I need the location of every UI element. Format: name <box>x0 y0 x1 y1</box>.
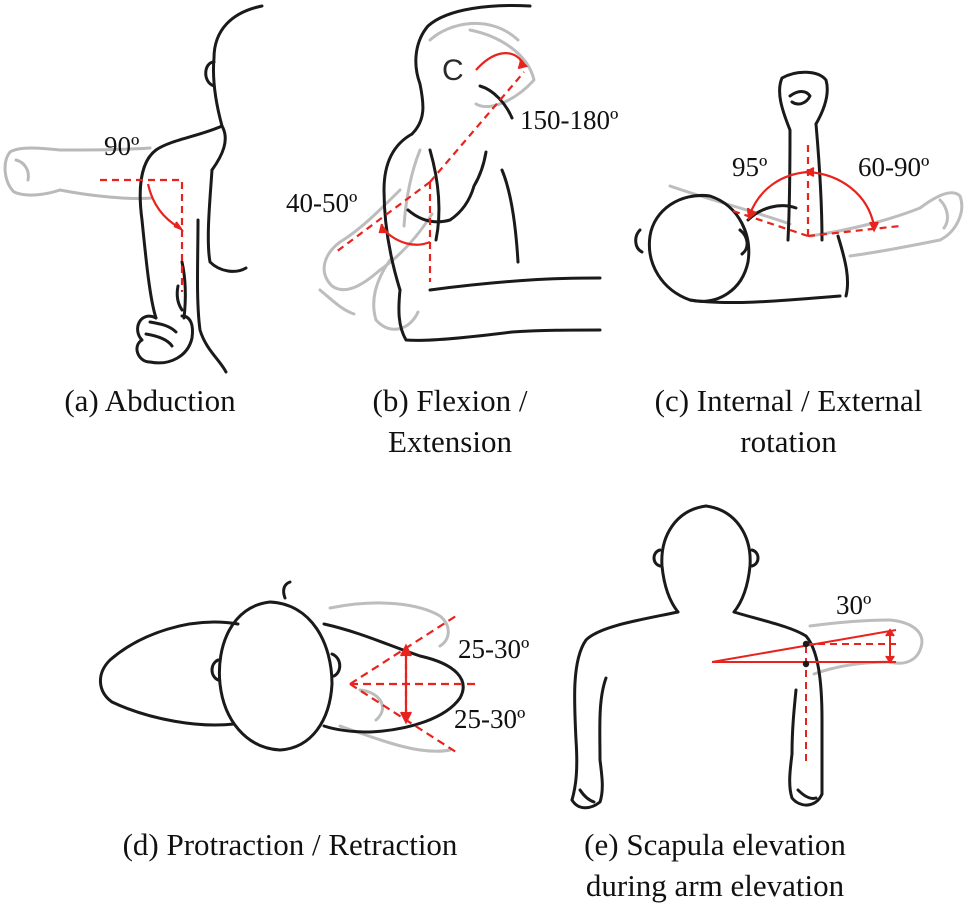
guide-lines <box>711 628 897 766</box>
scapula-illustration <box>570 504 924 810</box>
caption-flexion-extension: (b) Flexion / Extension <box>290 380 610 462</box>
ghost-arm <box>318 21 536 331</box>
guide-lines <box>100 178 185 292</box>
body-outline <box>135 4 264 374</box>
angle-label-150-180: 150-180º <box>520 105 619 135</box>
guide-lines <box>349 615 480 753</box>
caption-line: (b) Flexion / <box>372 383 528 418</box>
panel-flexion-extension: C 150-180º 40-50º (b) Flexion / Extensio… <box>280 0 618 470</box>
panel-internal-external-rotation: 95º 60-90º (c) Internal / External rotat… <box>610 0 967 470</box>
angle-label-60-90: 60-90º <box>858 152 930 182</box>
angle-label-40-50: 40-50º <box>286 188 358 218</box>
caption-protraction-retraction: (d) Protraction / Retraction <box>60 824 520 865</box>
caption-line: (e) Scapula elevation <box>584 827 846 862</box>
guide-lines <box>335 52 529 282</box>
guide-lines <box>729 140 901 238</box>
body-outline <box>382 4 602 342</box>
flexion-illustration <box>318 4 602 342</box>
caption-line: Extension <box>388 424 512 459</box>
angle-label-25-30-upper: 25-30º <box>458 634 530 664</box>
angle-label-90: 90º <box>104 131 140 161</box>
caption-line: (d) Protraction / Retraction <box>122 827 458 862</box>
body-outline <box>99 580 465 752</box>
caption-line: (c) Internal / External <box>654 383 923 418</box>
angle-label-95: 95º <box>732 152 768 182</box>
abduction-illustration <box>3 4 264 374</box>
angle-label-30: 30º <box>836 590 872 620</box>
panel-scapula-elevation: 30º (e) Scapula elevation during arm ele… <box>560 490 960 907</box>
panel-abduction: 90º (a) Abduction <box>0 0 300 440</box>
protraction-illustration <box>99 580 480 753</box>
ghost-arm <box>668 184 964 258</box>
joint-markers <box>802 640 810 668</box>
letter-mark-c: C <box>442 54 464 87</box>
body-outline <box>570 504 824 810</box>
caption-line: during arm elevation <box>585 868 845 903</box>
caption-line: (a) Abduction <box>64 383 236 418</box>
ghost-arm <box>3 146 154 201</box>
body-outline <box>634 70 850 305</box>
caption-abduction: (a) Abduction <box>10 380 290 421</box>
ghost-arm <box>808 618 924 676</box>
caption-scapula-elevation: (e) Scapula elevation during arm elevati… <box>560 824 870 906</box>
rotation-illustration <box>634 70 964 305</box>
panel-protraction-retraction: 25-30º 25-30º (d) Protraction / Retracti… <box>60 580 560 880</box>
caption-internal-external-rotation: (c) Internal / External rotation <box>610 380 967 462</box>
angle-label-25-30-lower: 25-30º <box>454 704 526 734</box>
caption-line: rotation <box>740 424 837 459</box>
